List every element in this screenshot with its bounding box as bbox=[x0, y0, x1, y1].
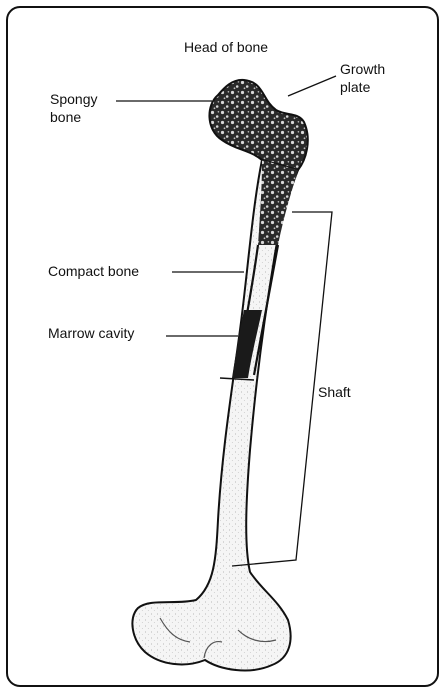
label-shaft: Shaft bbox=[318, 384, 351, 400]
label-marrow-cavity: Marrow cavity bbox=[48, 325, 134, 341]
label-compact-bone: Compact bone bbox=[48, 263, 139, 279]
label-growth-plate-line1: Growth bbox=[340, 61, 385, 77]
label-spongy-bone-line1: Spongy bbox=[50, 91, 97, 107]
label-head-of-bone: Head of bone bbox=[184, 39, 268, 55]
spongy-bone-region bbox=[258, 160, 298, 245]
label-growth-plate-line2: plate bbox=[340, 79, 371, 95]
label-spongy-bone-line2: bone bbox=[50, 109, 81, 125]
leader-growth-plate bbox=[288, 76, 336, 96]
